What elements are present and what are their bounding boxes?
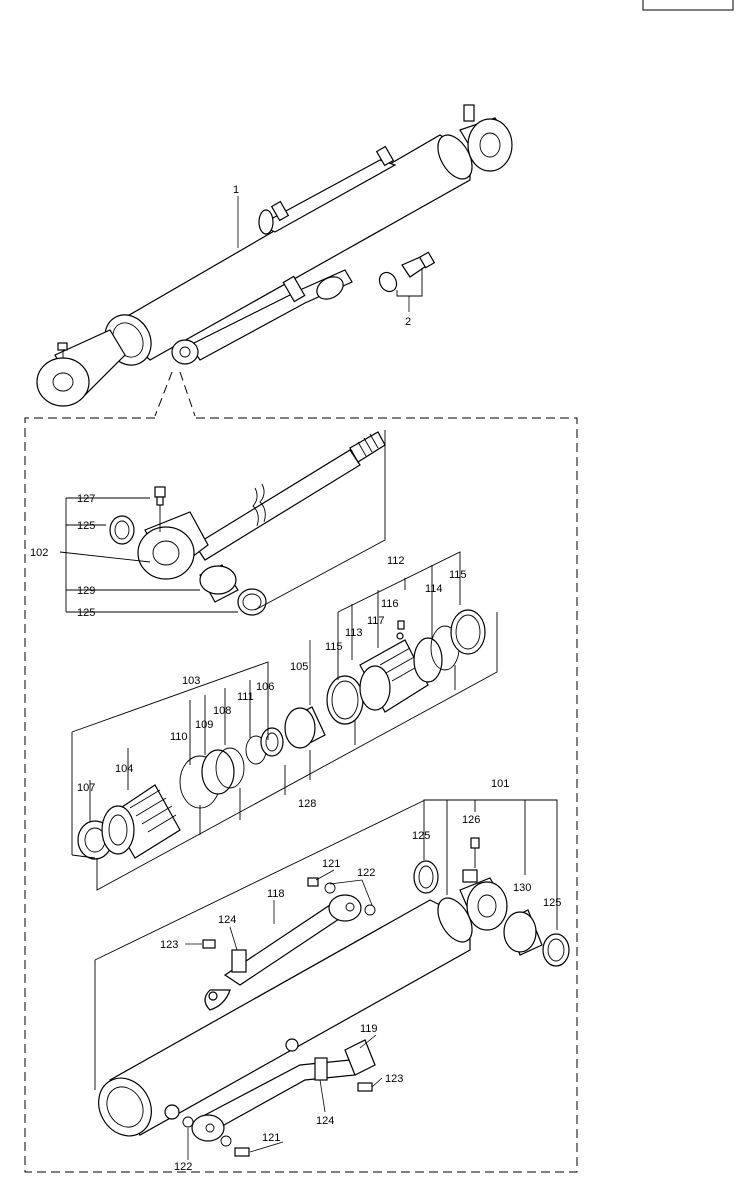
label-115-left: 115 <box>325 641 343 653</box>
label-124-upper: 124 <box>218 914 236 926</box>
label-113: 113 <box>345 627 363 639</box>
label-112: 112 <box>387 555 405 567</box>
label-127: 127 <box>77 493 95 505</box>
callout-line-left <box>154 371 173 417</box>
label-122-lower: 122 <box>174 1161 192 1173</box>
gland-and-piston-seals <box>71 551 498 891</box>
label-115-right: 115 <box>449 569 467 581</box>
label-108: 108 <box>213 705 231 717</box>
label-102: 102 <box>30 547 48 559</box>
label-118: 118 <box>267 888 285 900</box>
piston-rod-assembly <box>59 430 386 616</box>
label-2: 2 <box>405 316 411 328</box>
label-1: 1 <box>233 184 239 196</box>
label-124-lower: 124 <box>316 1115 334 1127</box>
label-129: 129 <box>77 585 95 597</box>
label-121-upper: 121 <box>322 858 340 870</box>
label-leaders <box>100 497 383 1160</box>
label-110: 110 <box>170 731 188 743</box>
label-111: 111 <box>237 691 254 703</box>
label-119: 119 <box>360 1023 378 1035</box>
label-125-tube-right: 125 <box>543 897 561 909</box>
label-107: 107 <box>77 782 95 794</box>
part-labels: 1 2 101 102 103 104 105 106 107 108 109 … <box>30 184 561 1173</box>
label-121-lower: 121 <box>262 1132 280 1144</box>
assembled-cylinder <box>36 104 513 407</box>
label-117: 117 <box>367 615 385 627</box>
label-106: 106 <box>256 681 274 693</box>
page-tab-box <box>642 0 734 11</box>
label-125-rod-lower: 125 <box>77 607 95 619</box>
label-122-upper: 122 <box>357 867 375 879</box>
label-104: 104 <box>115 763 133 775</box>
cylinder-tube-assembly <box>94 799 570 1157</box>
label-123-upper: 123 <box>160 939 178 951</box>
detail-frame <box>24 417 578 1173</box>
label-105: 105 <box>290 661 308 673</box>
label-109: 109 <box>195 719 213 731</box>
label-116: 116 <box>381 598 399 610</box>
label-125-rod-upper: 125 <box>77 520 95 532</box>
label-126: 126 <box>462 814 480 826</box>
label-101: 101 <box>491 778 509 790</box>
label-114: 114 <box>425 583 443 595</box>
callout-line-right <box>179 371 196 417</box>
label-123-lower: 123 <box>385 1073 403 1085</box>
label-130: 130 <box>513 882 531 894</box>
label-125-tube-left: 125 <box>412 830 430 842</box>
label-103: 103 <box>182 675 200 687</box>
label-128: 128 <box>298 798 316 810</box>
